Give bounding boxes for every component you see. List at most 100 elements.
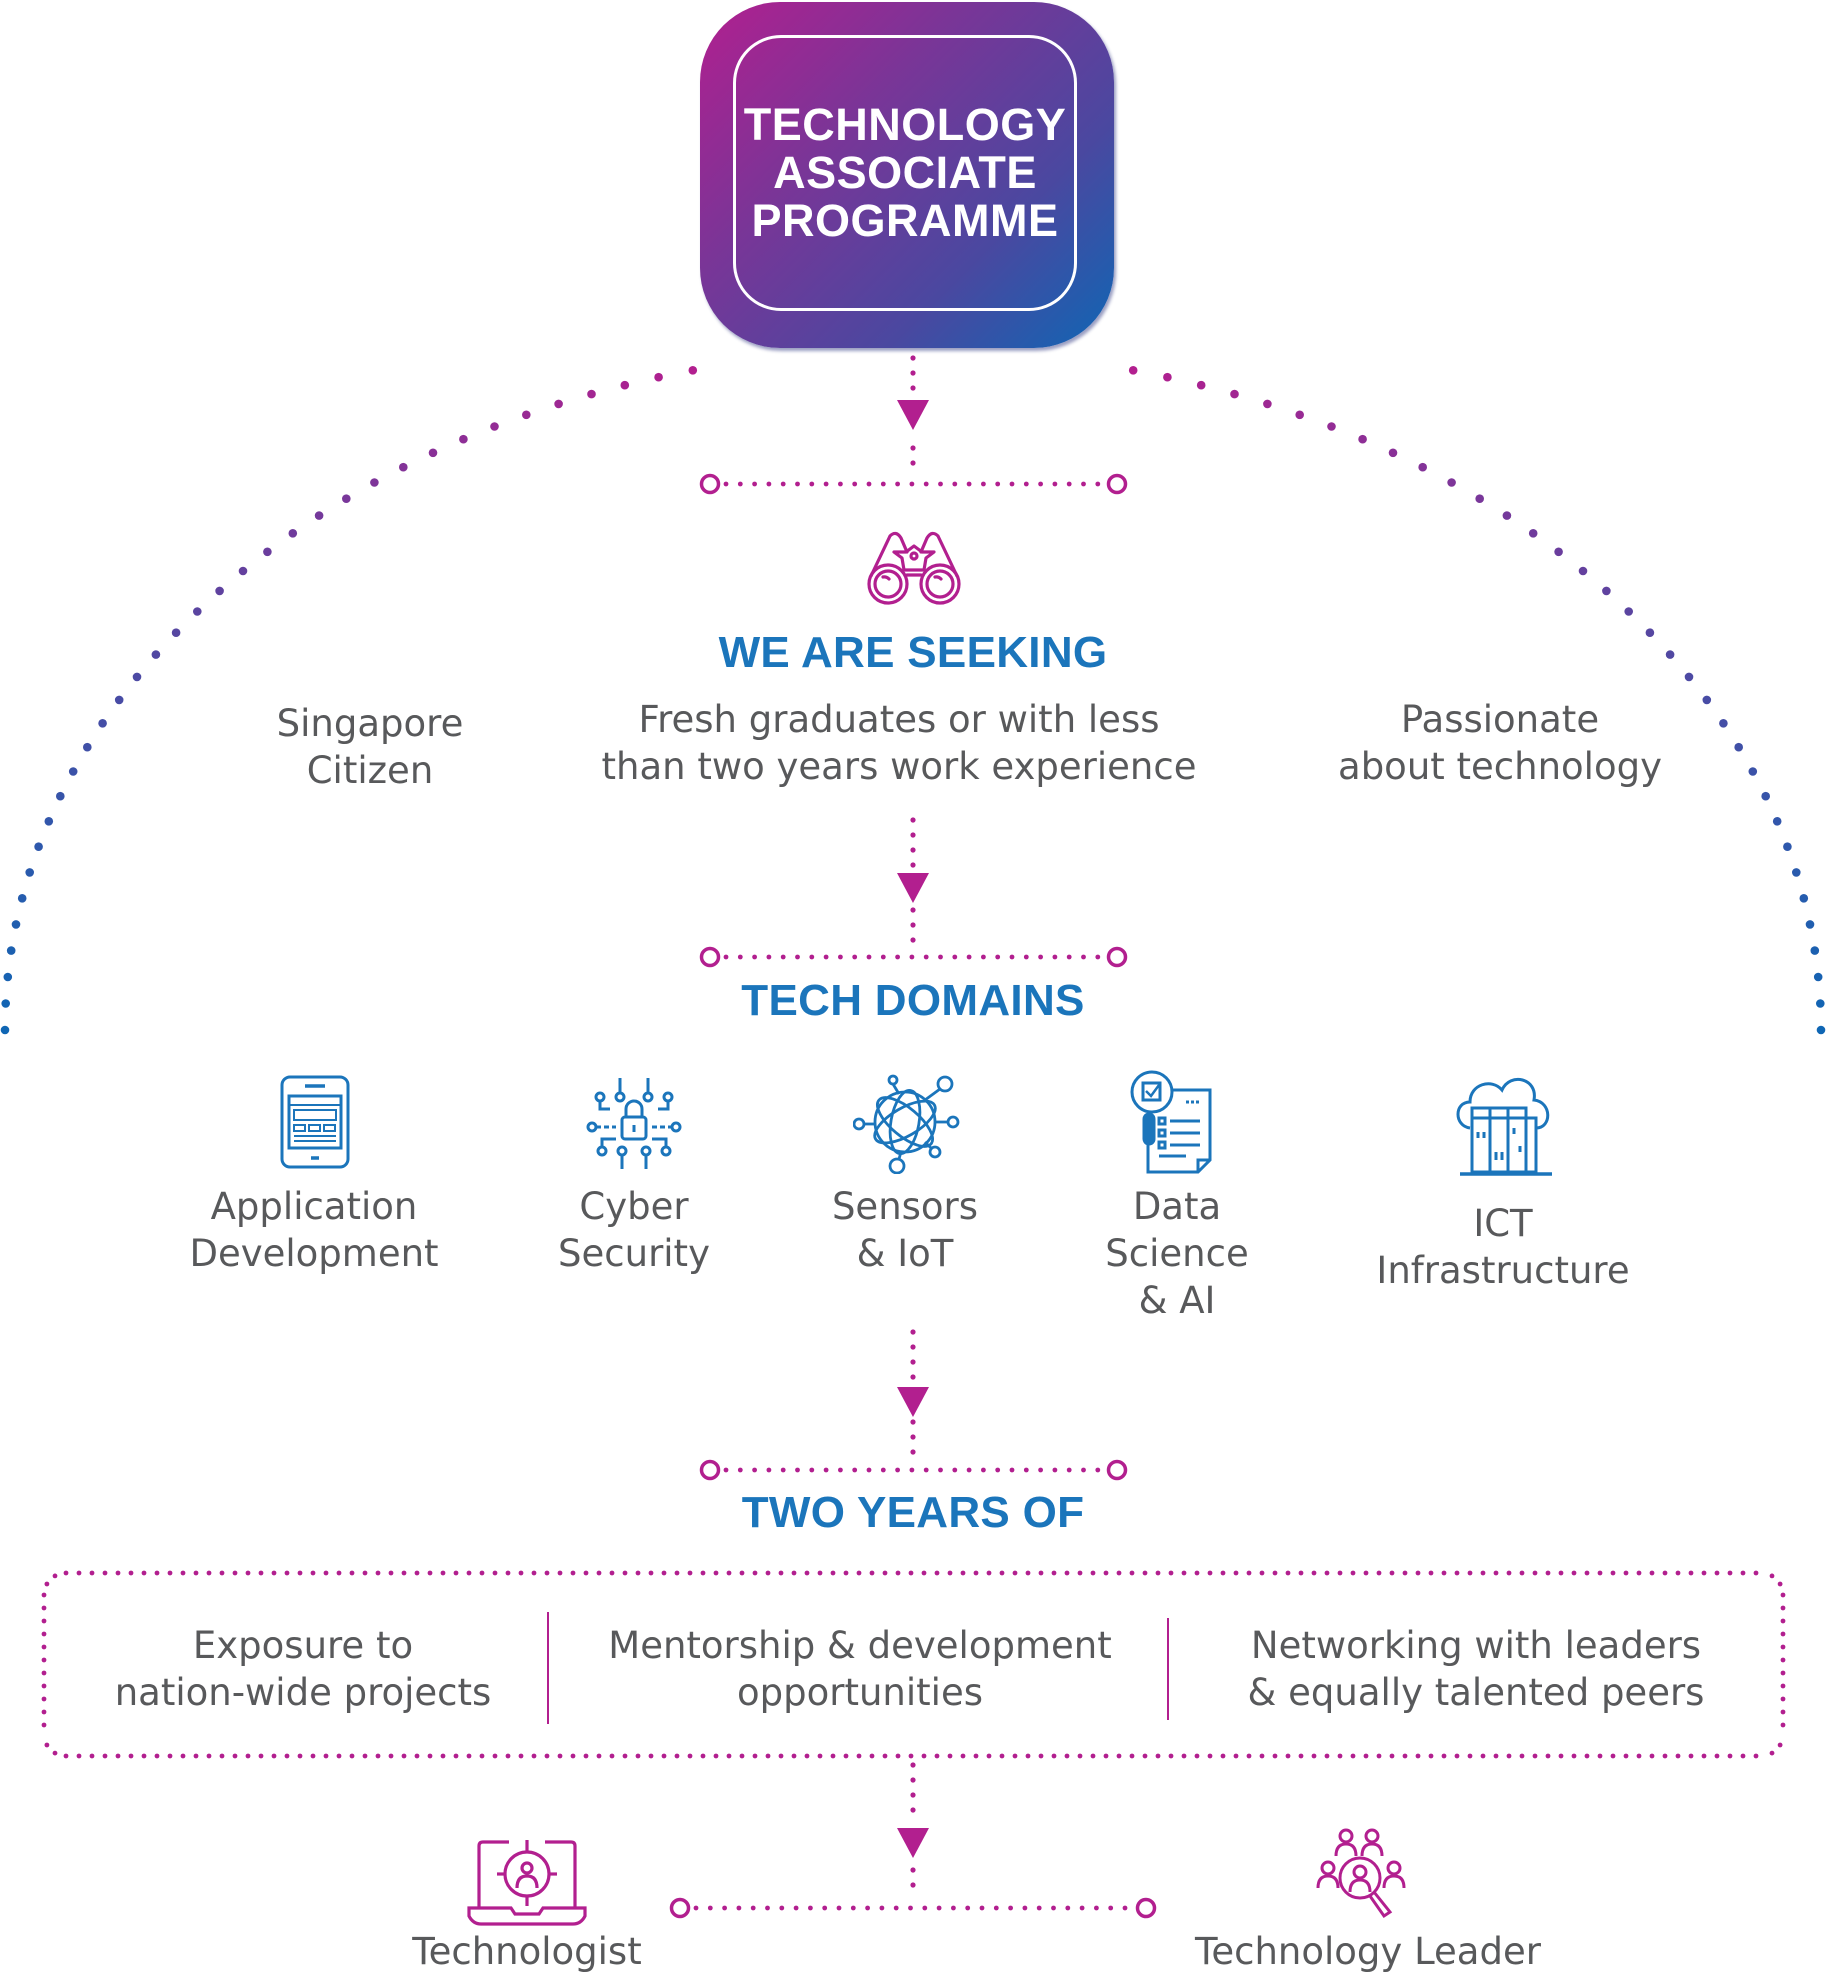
frame-dot [1780,1592,1786,1598]
connector-dot [779,1905,785,1911]
frame-dot [245,1570,251,1576]
connector-dot [923,481,929,487]
frame-dot [778,1570,784,1576]
frame-dot [1090,1570,1096,1576]
frame-dot [1064,1570,1070,1576]
frame-dot [41,1722,47,1728]
connector-dot [938,481,943,487]
domain-label-line: Development [189,1232,439,1275]
frame-dot [466,1570,472,1576]
domain-label-line: Security [558,1232,710,1275]
frame-dot [1116,1570,1122,1576]
connector-dot [838,954,843,960]
frame-dot [947,1753,953,1759]
arc-dot [1665,650,1675,659]
frame-dot [960,1570,966,1576]
arc-dot [1578,566,1588,576]
connector-dot [1023,1467,1029,1473]
frame-dot [1103,1570,1109,1576]
connector-end-circle [1106,946,1128,968]
frame-dot [622,1570,628,1576]
outcome-technologist: Technologist [412,1928,641,1975]
benefit-networking: Networking with leaders & equally talent… [1248,1622,1705,1716]
frame-dot [1025,1753,1031,1759]
programme-title-box: TECHNOLOGY ASSOCIATE PROGRAMME [700,2,1114,348]
arc-dot [1816,999,1825,1008]
connector-dot [995,1467,1001,1473]
frame-dot [622,1753,628,1759]
connector-end-circle [699,473,721,495]
frame-dot [1493,1570,1499,1576]
frame-dot [908,1570,914,1576]
frame-dot [1480,1753,1486,1759]
frame-dot [505,1570,511,1576]
frame-dot [739,1570,745,1576]
frame-dot [687,1570,693,1576]
connector-dot [838,1467,843,1473]
frame-dot [1545,1753,1551,1759]
arrow-dot [910,922,916,928]
frame-dot [1519,1570,1525,1576]
arrow-dot [910,385,916,391]
frame-dot [52,1573,58,1579]
frame-dot [167,1570,173,1576]
frame-dot [206,1753,212,1759]
connector-dot [908,1905,913,1911]
domain-label-line: ICT [1473,1202,1533,1245]
arrow-dot [910,1762,916,1768]
frame-dot [1506,1570,1512,1576]
connector-dot [1065,1905,1071,1911]
frame-dot [388,1753,394,1759]
frame-dot [63,1753,69,1759]
arrow-dot [910,1777,916,1783]
connector-dot [966,954,972,960]
frame-dot [1233,1570,1239,1576]
frame-dot [713,1570,719,1576]
connector-dot [693,1905,699,1911]
frame-dot [1662,1753,1668,1759]
frame-dot [1298,1570,1304,1576]
frame-dot [518,1753,524,1759]
arc-dot [490,422,499,431]
connector-dot [723,954,729,960]
frame-dot [388,1570,394,1576]
connector-dot [722,1905,727,1911]
connector-dot [1023,954,1029,960]
connector-dot [865,1905,870,1911]
connector-dot [866,1467,872,1473]
frame-dot [41,1657,47,1663]
frame-dot [1220,1753,1226,1759]
arc-dot [238,566,248,576]
connector-dot [809,954,815,960]
frame-dot [1701,1753,1707,1759]
arc-dot [1163,372,1172,382]
frame-dot [479,1570,485,1576]
frame-dot [635,1753,641,1759]
frame-dot [1142,1753,1148,1759]
frame-dot [1467,1570,1473,1576]
frame-dot [1012,1753,1018,1759]
connector-dot [1052,1467,1058,1473]
frame-dot [830,1570,836,1576]
frame-dot [401,1570,407,1576]
frame-dot [1545,1570,1551,1576]
frame-dot [1714,1570,1720,1576]
frame-dot [752,1570,758,1576]
frame-dot [193,1753,199,1759]
arc-dot [215,586,224,596]
outcome-label: Technologist [412,1930,642,1973]
connector-dot [766,481,772,487]
connector-dot [823,954,829,960]
frame-dot [1259,1753,1265,1759]
frame-dot [1233,1753,1239,1759]
frame-dot [1769,1573,1775,1579]
frame-dot [219,1753,225,1759]
criterion-line: about technology [1338,745,1662,788]
frame-dot [1753,1570,1759,1576]
frame-dot [1298,1753,1304,1759]
frame-dot [1129,1570,1135,1576]
frame-dot [1740,1753,1746,1759]
connector-dot [808,1905,813,1911]
frame-dot [141,1753,147,1759]
arc-dot [17,894,27,903]
